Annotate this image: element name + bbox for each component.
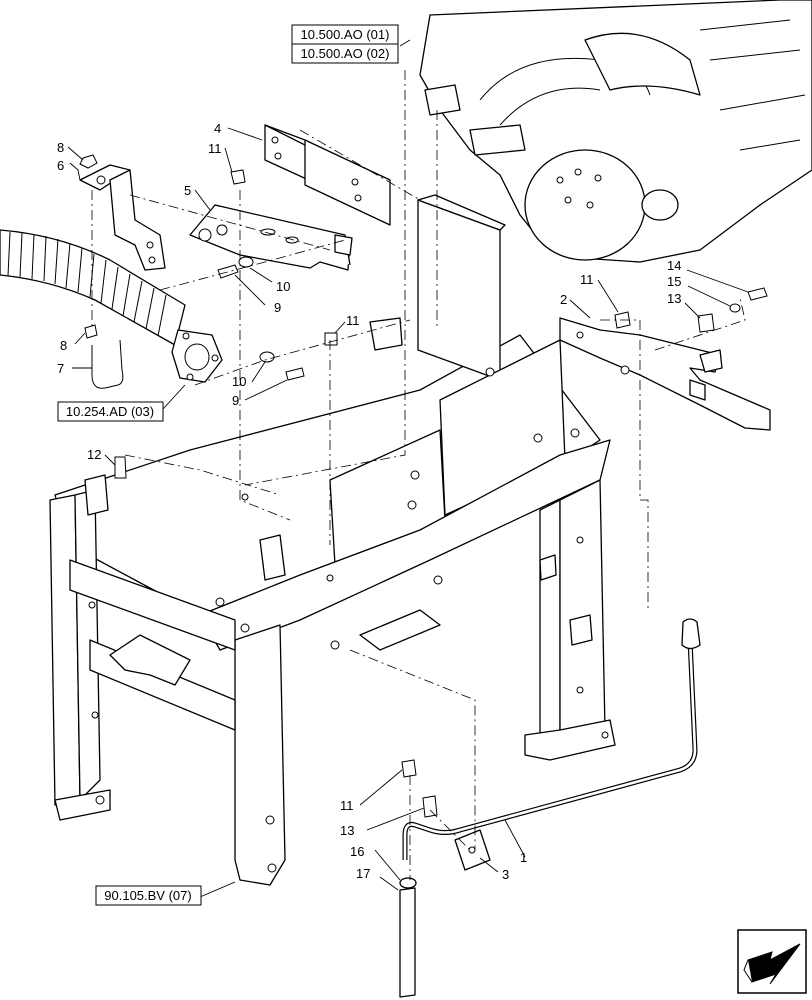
callout-16: 16	[350, 844, 364, 859]
bracket-plate-4	[264, 124, 391, 226]
callout-17: 17	[356, 866, 370, 881]
callout-8: 8	[57, 140, 64, 155]
reference-box-90-105-bv-07[interactable]: 90.105.BV (07)	[95, 885, 202, 906]
bracket-2	[559, 317, 771, 431]
callouts: 1 2 3 4 5 6 7 8 8 9 9 10 10 11 11 11 11 …	[57, 121, 681, 882]
reference-box-10-500-ao-02[interactable]: 10.500.AO (02)	[291, 43, 399, 64]
exhaust-aftertreatment-unit	[419, 0, 812, 263]
reference-label: 10.500.AO (02)	[301, 46, 390, 61]
callout-11: 11	[580, 272, 594, 287]
callout-10: 10	[276, 279, 290, 294]
callout-13: 13	[667, 291, 681, 306]
bracket-5	[189, 204, 353, 271]
pipe-1	[399, 618, 701, 998]
reference-box-10-500-ao-01[interactable]: 10.500.AO (01)	[291, 24, 399, 45]
callout-7: 7	[57, 361, 64, 376]
callout-2: 2	[560, 292, 567, 307]
callout-13: 13	[340, 823, 354, 838]
arrow-down-left-icon[interactable]	[737, 929, 807, 994]
callout-1: 1	[520, 850, 527, 865]
callout-15: 15	[667, 274, 681, 289]
corrugated-exhaust-hose	[0, 229, 223, 383]
callout-8: 8	[60, 338, 67, 353]
reference-box-10-254-ad-03[interactable]: 10.254.AD (03)	[57, 401, 164, 422]
callout-3: 3	[502, 867, 509, 882]
reference-label: 10.254.AD (03)	[66, 404, 154, 419]
hardware	[79, 154, 768, 818]
callout-12: 12	[87, 447, 101, 462]
callout-4: 4	[214, 121, 221, 136]
callout-10: 10	[232, 374, 246, 389]
callout-11: 11	[340, 798, 354, 813]
callout-9: 9	[274, 300, 281, 315]
callout-14: 14	[667, 258, 681, 273]
callout-6: 6	[57, 158, 64, 173]
support-frame	[49, 194, 616, 886]
bracket-6	[79, 164, 166, 271]
callout-9: 9	[232, 393, 239, 408]
callout-11: 11	[208, 141, 222, 156]
reference-label: 10.500.AO (01)	[301, 27, 390, 42]
alignment-lines	[91, 70, 746, 880]
callout-5: 5	[184, 183, 191, 198]
reference-label: 90.105.BV (07)	[104, 888, 191, 903]
callout-11: 11	[346, 313, 360, 328]
leader-lines	[67, 39, 749, 898]
